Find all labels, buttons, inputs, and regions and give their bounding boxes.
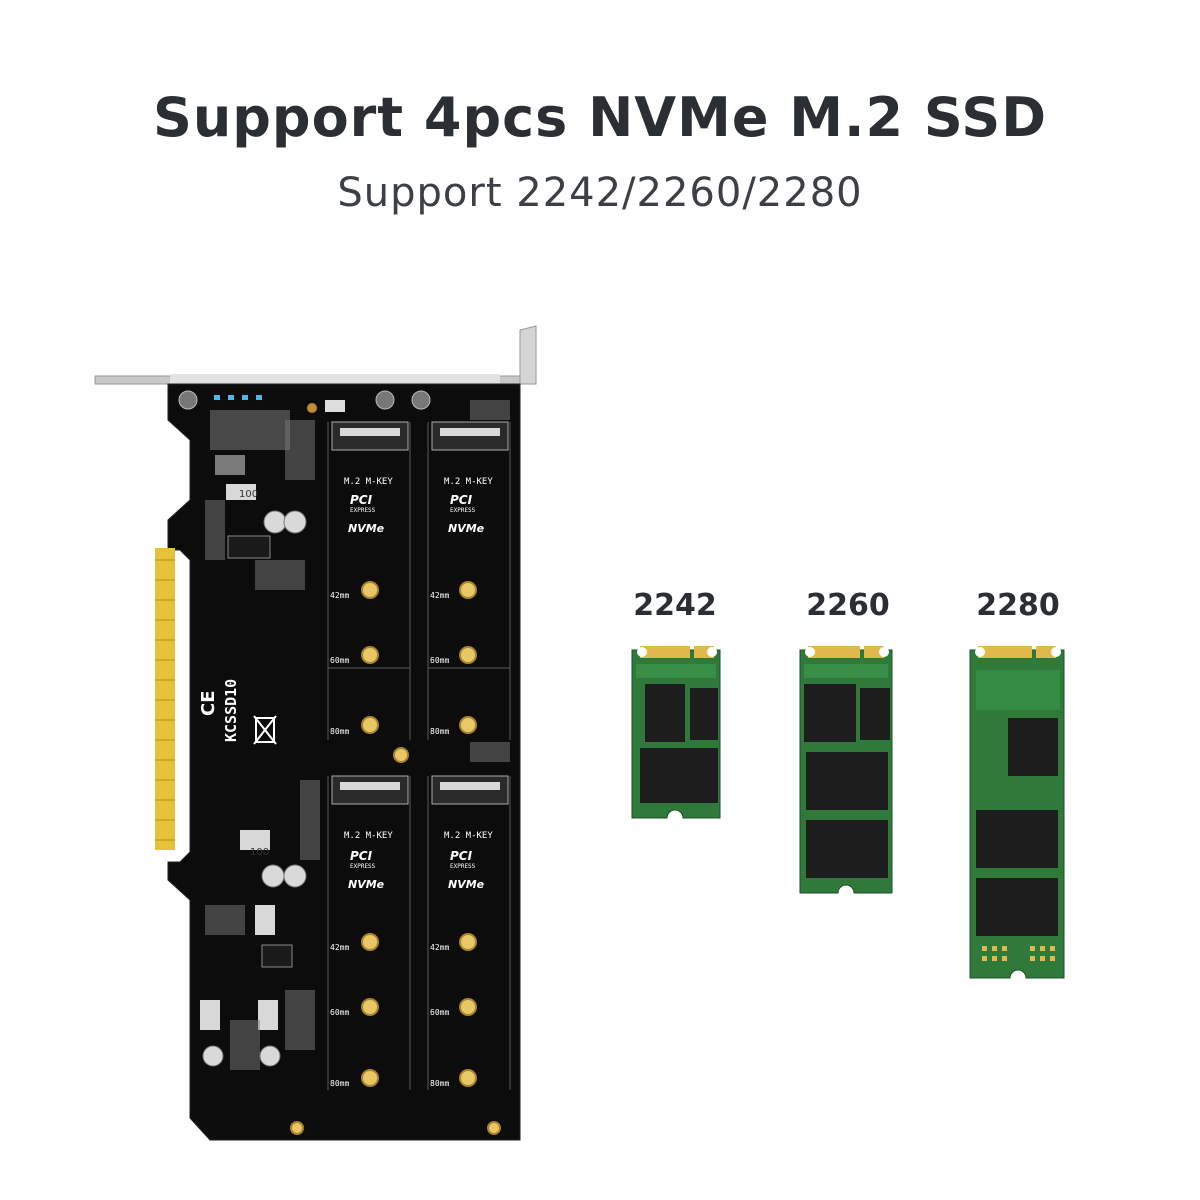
pci-sub: EXPRESS xyxy=(350,507,376,514)
pci-bracket xyxy=(94,325,537,386)
pci-sub: EXPRESS xyxy=(450,507,476,514)
slot-key-label: M.2 M-KEY xyxy=(444,831,493,841)
mount-label-80: 80mm xyxy=(430,1079,449,1088)
pci-logo: PCI xyxy=(450,849,473,863)
m2-connector xyxy=(431,421,509,451)
ssd-size-label-2260: 2260 xyxy=(806,588,890,623)
pci-logo: PCI xyxy=(350,493,373,507)
m2-connector xyxy=(331,775,409,805)
svg-text:CE: CE xyxy=(198,690,219,716)
weee-icon xyxy=(253,715,277,745)
ssd-2280 xyxy=(969,646,1065,979)
nvme-logo: NVMe xyxy=(348,878,385,891)
ssd-2260 xyxy=(799,646,893,894)
mount-label-80: 80mm xyxy=(330,1079,349,1088)
page-subtitle: Support 2242/2260/2280 xyxy=(337,170,863,216)
model-label: KCSSD10 xyxy=(222,679,240,742)
screw-hole xyxy=(375,390,395,410)
m2-connector xyxy=(331,421,409,451)
nvme-logo: NVMe xyxy=(348,522,385,535)
inductor-label-2: 100 xyxy=(250,847,269,858)
slot-key-label: M.2 M-KEY xyxy=(344,477,393,487)
pcie-card: 100 100 KCSSD10 CE xyxy=(155,383,521,1141)
ssd-size-label-2242: 2242 xyxy=(633,588,717,623)
ssd-size-label-2280: 2280 xyxy=(976,588,1060,623)
nvme-logo: NVMe xyxy=(448,878,485,891)
ssd-2242 xyxy=(631,646,721,819)
mount-label-60: 60mm xyxy=(330,656,349,665)
mount-label-60: 60mm xyxy=(430,656,449,665)
screw-hole xyxy=(178,390,198,410)
screw-hole xyxy=(411,390,431,410)
pci-logo: PCI xyxy=(350,849,373,863)
inductor-label: 100 xyxy=(239,489,258,500)
page-title: Support 4pcs NVMe M.2 SSD xyxy=(152,86,1048,149)
m2-connector xyxy=(431,775,509,805)
mount-label-80: 80mm xyxy=(330,727,349,736)
slot-key-label: M.2 M-KEY xyxy=(344,831,393,841)
mount-label-42: 42mm xyxy=(330,591,349,600)
pci-sub: EXPRESS xyxy=(450,863,476,870)
gold-fingers xyxy=(155,548,175,850)
pci-sub: EXPRESS xyxy=(350,863,376,870)
mount-label-42: 42mm xyxy=(330,943,349,952)
slot-key-label: M.2 M-KEY xyxy=(444,477,493,487)
mount-label-60: 60mm xyxy=(430,1008,449,1017)
mount-label-80: 80mm xyxy=(430,727,449,736)
mount-label-60: 60mm xyxy=(330,1008,349,1017)
mount-label-42: 42mm xyxy=(430,591,449,600)
pci-logo: PCI xyxy=(450,493,473,507)
mount-label-42: 42mm xyxy=(430,943,449,952)
nvme-logo: NVMe xyxy=(448,522,485,535)
